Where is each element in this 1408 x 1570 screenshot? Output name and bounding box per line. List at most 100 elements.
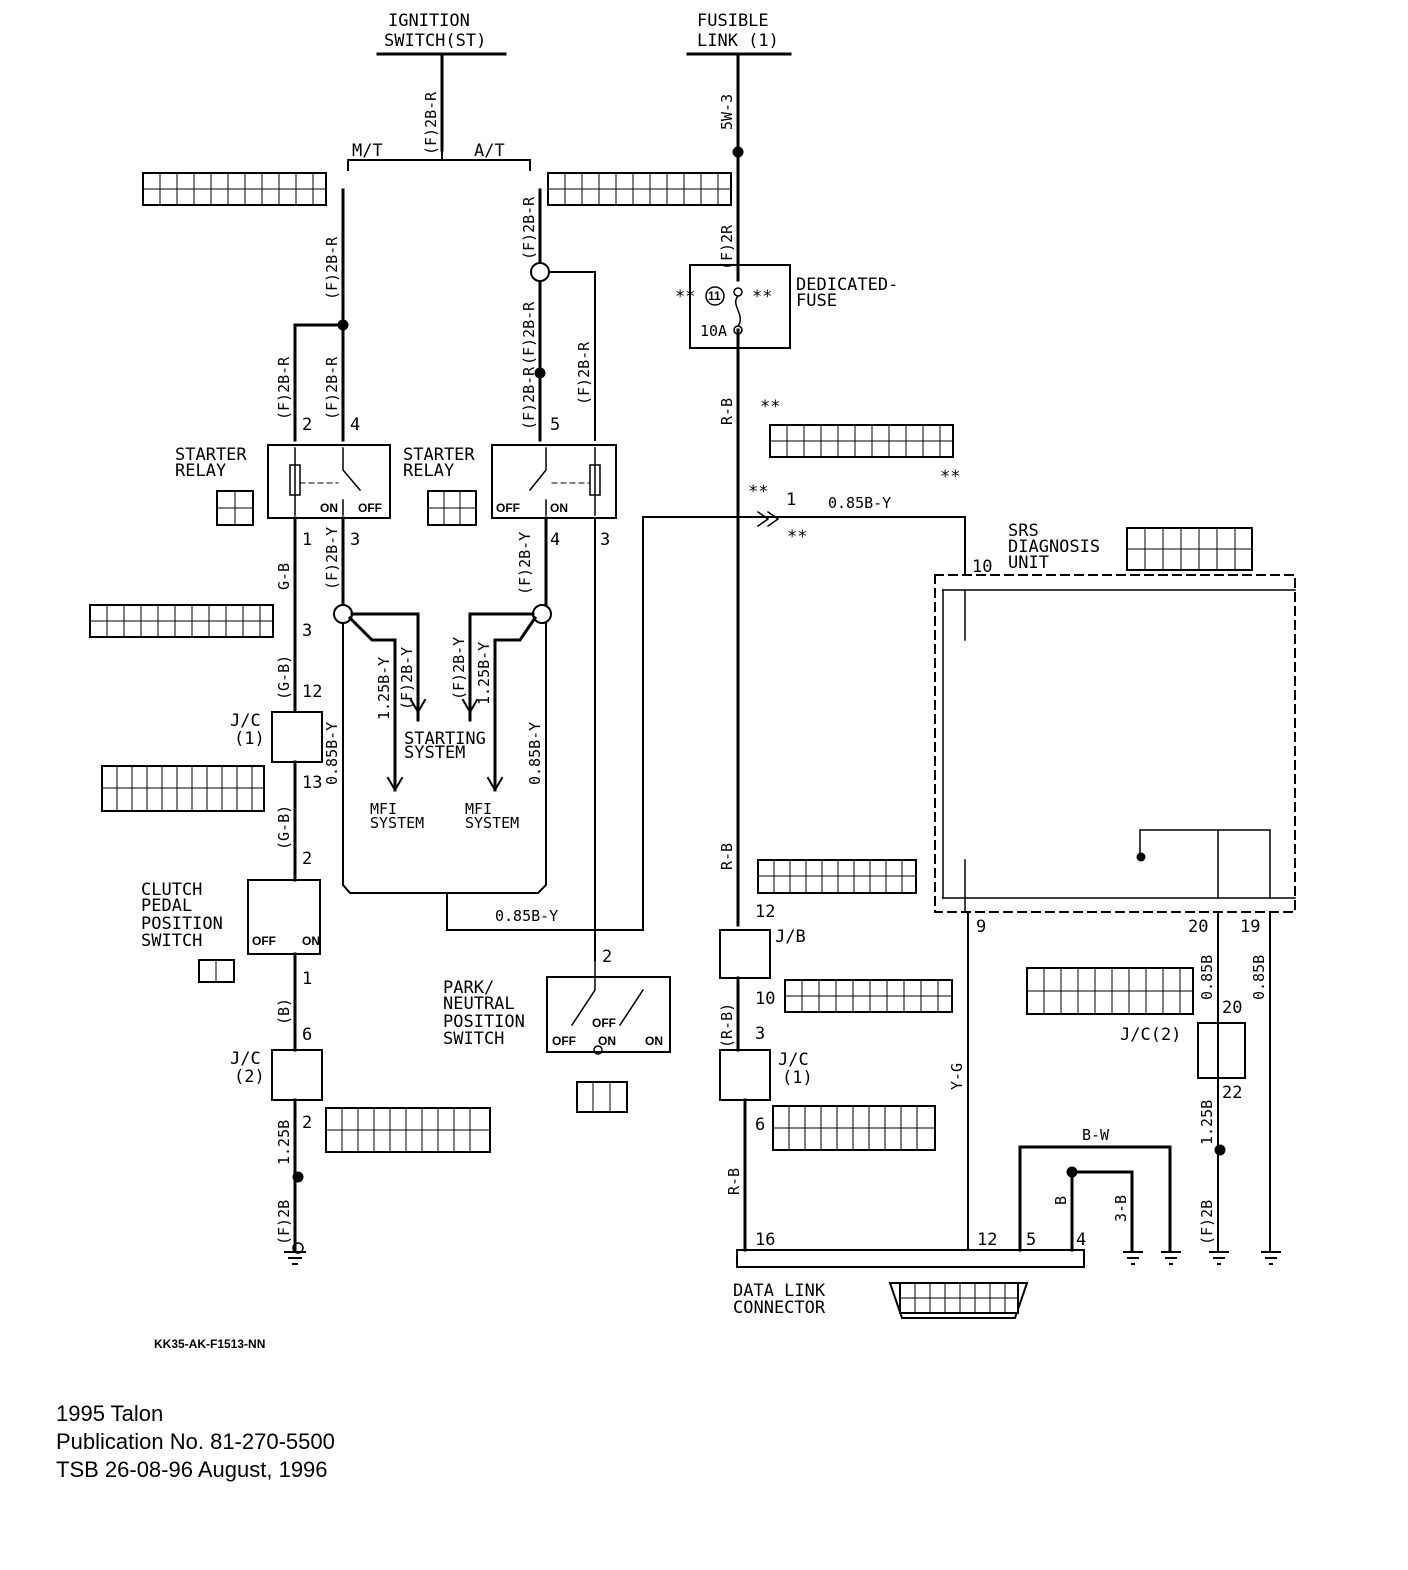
wire-3b: 3-B (1112, 1195, 1130, 1222)
srs-unit-label-2: DIAGNOSIS (1008, 537, 1100, 557)
starter-relay-mt-label-1: STARTER (175, 445, 247, 465)
dedicated-fuse-label-1: DEDICATED- (796, 275, 898, 295)
wire-rb: R-B (718, 843, 736, 870)
clutch-on-label: ON (302, 934, 320, 948)
wire-f2by: (F)2B-Y (516, 532, 534, 595)
wire-bw: B-W (1082, 1126, 1110, 1144)
footer: 1995 Talon Publication No. 81-270-5500 T… (56, 1400, 335, 1484)
ignition-switch-label-1: IGNITION (388, 11, 470, 31)
at-label: A/T (474, 141, 505, 161)
jc1-label-2: (1) (234, 729, 265, 749)
wire-f2br: (F)2B-R (520, 196, 538, 260)
pin-number: 16 (755, 1230, 775, 1250)
wire-f2br: (F)2B-R (520, 301, 538, 365)
fuse-number: 11 (708, 289, 721, 303)
footer-publication: Publication No. 81-270-5500 (56, 1429, 335, 1454)
park-switch-label-2: NEUTRAL (443, 994, 515, 1014)
clutch-switch-label-4: SWITCH (141, 931, 202, 951)
pin-number: 13 (302, 773, 322, 793)
star-mark: ** (752, 287, 772, 307)
starting-system-label-1: STARTING (404, 729, 486, 749)
pin-number: 2 (302, 849, 312, 869)
data-link-label-2: CONNECTOR (733, 1298, 826, 1318)
jc1-label-1: J/C (230, 711, 261, 731)
clutch-off-label: OFF (252, 934, 276, 948)
pin-number: 3 (302, 621, 312, 641)
wire-125by: 1.25B-Y (375, 657, 393, 720)
wire-yg: Y-G (948, 1063, 966, 1090)
pin-number: 12 (755, 902, 775, 922)
wire-f2br: (F)2B-R (323, 356, 341, 420)
clutch-switch-label-1: CLUTCH (141, 880, 202, 900)
wire-085by-bottom: 0.85B-Y (495, 907, 558, 925)
wire-f2br: (F)2B-R (323, 236, 341, 300)
pin-number: 20 (1188, 917, 1208, 937)
wire-rb-paren: (R-B) (718, 1003, 736, 1048)
pin-number: 10 (972, 557, 992, 577)
wire-125by: 1.25B-Y (475, 642, 493, 705)
mfi-system-label-1: MFI (370, 800, 397, 818)
park-on-label: ON (645, 1034, 663, 1048)
pin-number: 1 (302, 969, 312, 989)
wire-f2b: (F)2B (1198, 1200, 1216, 1245)
wire-b-paren: (B) (275, 998, 293, 1025)
pin-number: 3 (755, 1024, 765, 1044)
srs-unit-label-3: UNIT (1008, 553, 1049, 573)
starter-relay-at-label-2: RELAY (403, 461, 454, 481)
wire-f2by: (F)2B-Y (398, 647, 416, 710)
fusible-link-label-1: FUSIBLE (697, 11, 769, 31)
pin-number: 12 (302, 682, 322, 702)
pin-number: 6 (302, 1025, 312, 1045)
pin-number: 1 (302, 530, 312, 550)
pin-number: 5 (1026, 1230, 1036, 1250)
wire-085b: 0.85B (1198, 955, 1216, 1000)
mt-label: M/T (352, 141, 383, 161)
pin-number: 6 (755, 1115, 765, 1135)
wire-f2br: (F)2B-R (520, 366, 538, 430)
star-mark: ** (675, 287, 695, 307)
wire-125b: 1.25B (1198, 1100, 1216, 1145)
wire-rb: R-B (718, 398, 736, 425)
footer-model: 1995 Talon (56, 1401, 164, 1426)
relay-off-label: OFF (358, 501, 382, 515)
pin-number: 4 (1076, 1230, 1086, 1250)
mfi-system-label-1: MFI (465, 800, 492, 818)
pin-number: 3 (600, 530, 610, 550)
wire-kf2r: (F)2R (718, 224, 736, 270)
jc2-right-label: J/C(2) (1120, 1025, 1181, 1045)
relay-on-label: ON (550, 501, 568, 515)
starting-system-label-2: SYSTEM (404, 743, 465, 763)
fuse-rating: 10A (700, 322, 727, 340)
wire-b: B (1052, 1196, 1070, 1205)
clutch-switch-label-3: POSITION (141, 914, 223, 934)
jc1-center-label-2: (1) (782, 1068, 813, 1088)
wire-gb-paren: (G-B) (275, 805, 293, 850)
pin-number: 1 (786, 490, 796, 510)
park-switch-label-4: SWITCH (443, 1029, 504, 1049)
pin-number: 22 (1222, 1083, 1242, 1103)
dedicated-fuse-label-2: FUSE (796, 291, 837, 311)
wire-085b: 0.85B (1250, 955, 1268, 1000)
relay-on-label: ON (320, 501, 338, 515)
wire-rb: R-B (725, 1168, 743, 1195)
wire-f2by: (F)2B-Y (323, 527, 341, 590)
jc1-center-label-1: J/C (778, 1050, 809, 1070)
pin-number: 19 (1240, 917, 1260, 937)
star-mark: ** (787, 527, 807, 547)
starter-relay-at-label-1: STARTER (403, 445, 475, 465)
pin-number: 2 (602, 947, 612, 967)
clutch-switch-label-2: PEDAL (141, 896, 192, 916)
park-switch-label-1: PARK/ (443, 978, 494, 998)
relay-off-label: OFF (496, 501, 520, 515)
park-off-label: OFF (552, 1034, 576, 1048)
pin-number: 2 (302, 415, 312, 435)
data-link-label-1: DATA LINK (733, 1281, 826, 1301)
pin-number: 4 (350, 415, 360, 435)
wire-f2br: (F)2B-R (275, 356, 293, 420)
wire-085by: 0.85B-Y (323, 722, 341, 785)
srs-unit-label-1: SRS (1008, 521, 1039, 541)
wire-f2by: (F)2B-Y (450, 637, 468, 700)
wire-f2br: (F)2B-R (575, 341, 593, 405)
wire-f2br-ignition: (F)2B-R (422, 91, 440, 155)
